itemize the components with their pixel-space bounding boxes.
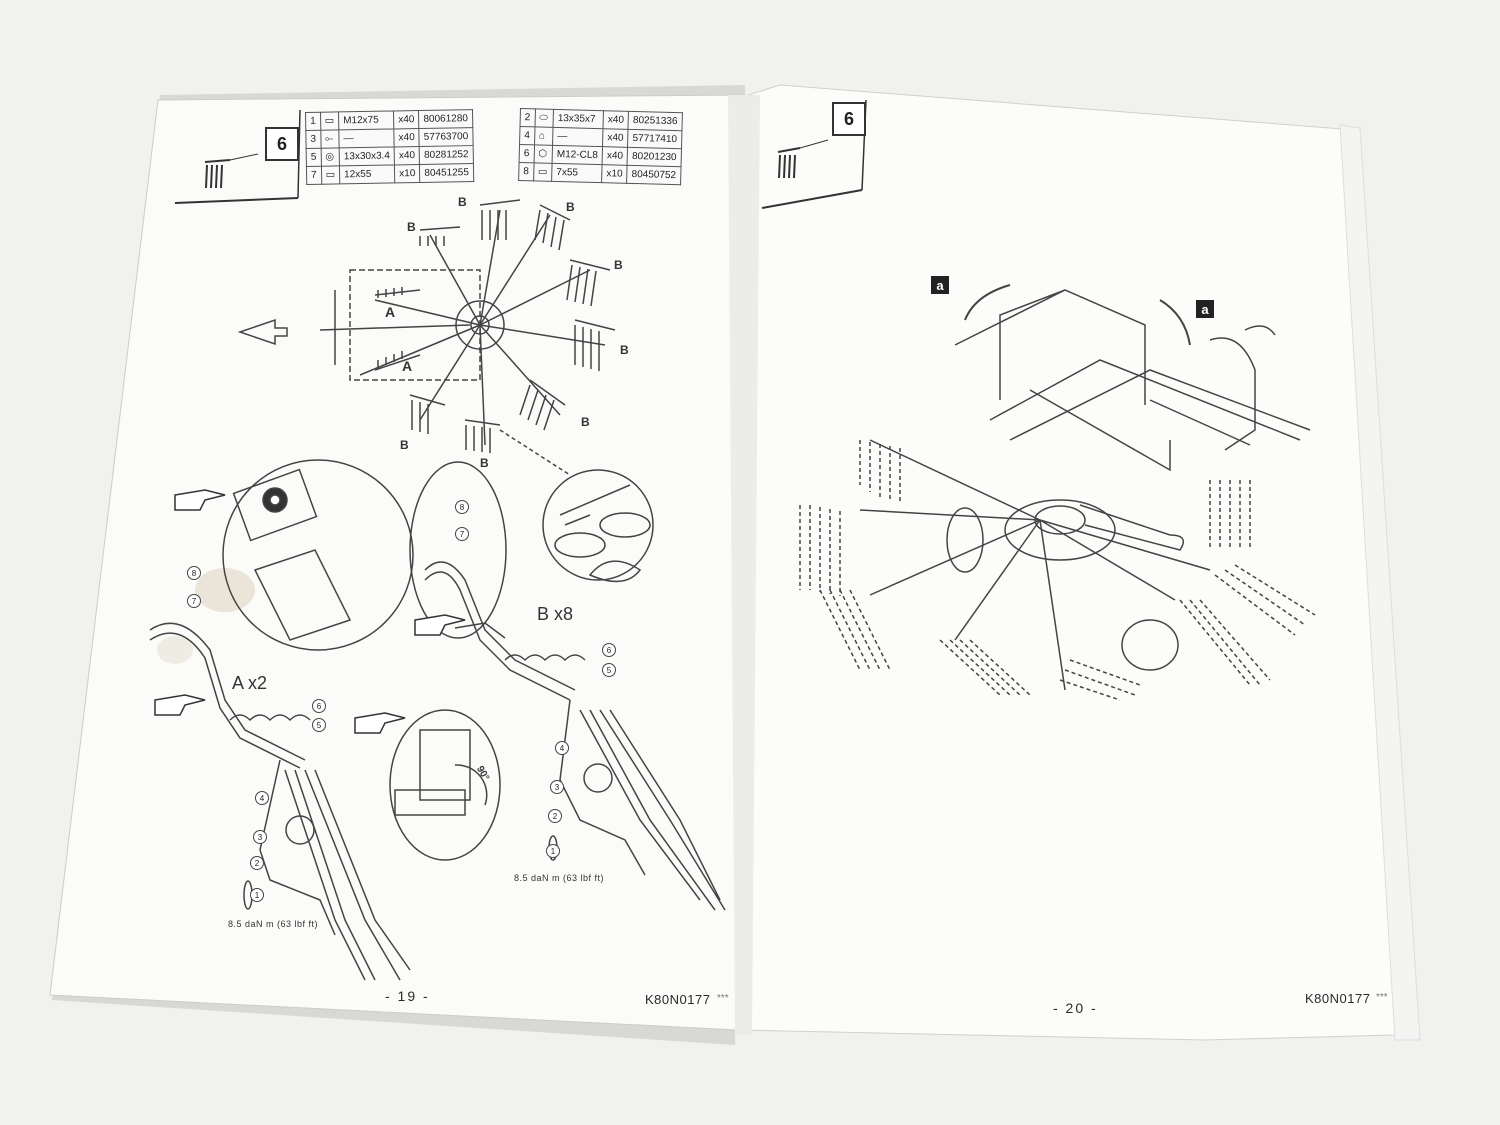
rotation-badge-a: a xyxy=(931,276,949,294)
torque-spec-left: 8.5 daN m (63 lbf ft) xyxy=(228,919,319,929)
part-callout-7: 7 xyxy=(455,527,469,541)
part-ref: 80451255 xyxy=(419,163,474,183)
part-no: 6 xyxy=(519,144,535,163)
right-doc-ref: K80N0177 xyxy=(1305,991,1371,1006)
callout-a: A xyxy=(385,304,396,320)
part-icon: ⬡ xyxy=(533,144,553,164)
part-no: 3 xyxy=(305,130,321,149)
part-spec: 13x35x7 xyxy=(553,109,604,129)
part-callout-4: 4 xyxy=(555,741,569,755)
callout-b: B xyxy=(480,456,489,470)
torque-spec-right: 8.5 daN m (63 lbf ft) xyxy=(514,873,605,883)
callout-b: B xyxy=(400,438,409,452)
left-page-sheet xyxy=(49,94,746,1031)
part-ref: 57717410 xyxy=(627,129,682,149)
part-qty: x10 xyxy=(394,164,421,183)
left-step-number: 6 xyxy=(265,127,299,161)
part-spec: M12x75 xyxy=(338,110,394,130)
part-spec: M12-CL8 xyxy=(552,145,603,165)
part-callout-3: 3 xyxy=(253,830,267,844)
callout-b: B xyxy=(620,343,629,357)
part-callout-8: 8 xyxy=(187,566,201,580)
part-callout-1: 1 xyxy=(250,888,264,902)
part-callout-5: 5 xyxy=(602,663,616,677)
part-ref: 57763700 xyxy=(419,127,473,147)
arm-assembly-a xyxy=(149,622,411,981)
part-qty: x10 xyxy=(601,164,628,184)
part-no: 7 xyxy=(306,166,322,185)
detail-circle-bearing xyxy=(222,459,414,651)
part-qty: x40 xyxy=(393,110,420,129)
part-icon: ⌂ xyxy=(534,126,554,146)
part-qty: x40 xyxy=(394,146,420,165)
part-callout-1: 1 xyxy=(546,844,560,858)
part-icon: ▭ xyxy=(320,111,339,131)
callout-b: B xyxy=(614,258,623,272)
part-icon: ▭ xyxy=(321,165,340,185)
part-ref: 80251336 xyxy=(628,111,683,131)
part-callout-7: 7 xyxy=(187,594,201,608)
part-icon: ⬭ xyxy=(534,108,554,128)
detail-circle-angle xyxy=(389,709,501,861)
part-spec: 13x30x3.4 xyxy=(339,146,395,166)
part-ref: 80061280 xyxy=(418,109,473,129)
part-qty: x40 xyxy=(603,110,629,130)
part-callout-2: 2 xyxy=(250,856,264,870)
part-icon: ▭ xyxy=(533,162,553,182)
part-icon: ⟜ xyxy=(320,129,340,149)
part-spec: 12x55 xyxy=(339,164,395,184)
right-page-sheet xyxy=(739,84,1396,1041)
left-doc-ref: K80N0177 xyxy=(645,992,711,1007)
right-step-number: 6 xyxy=(832,102,866,136)
left-page-number: - 19 - xyxy=(385,988,430,1004)
callout-b: B xyxy=(458,195,467,209)
part-ref: 80281252 xyxy=(419,145,474,165)
part-callout-5: 5 xyxy=(312,718,326,732)
part-icon: ◎ xyxy=(320,147,340,167)
left-step-number-text: 6 xyxy=(276,133,287,154)
callout-a: A xyxy=(402,358,413,374)
callout-b: B xyxy=(407,220,416,234)
part-spec: 7x55 xyxy=(551,163,603,183)
right-step-number-text: 6 xyxy=(843,108,854,129)
rotation-badge-a-text: a xyxy=(936,277,944,293)
detail-circle-grease xyxy=(542,469,654,581)
part-callout-6: 6 xyxy=(602,643,616,657)
part-no: 4 xyxy=(519,126,535,145)
part-callout-6: 6 xyxy=(312,699,326,713)
left-doc-ref-suffix: *** xyxy=(717,993,729,1004)
rotor-top-view xyxy=(237,199,616,453)
part-callout-2: 2 xyxy=(548,809,562,823)
part-spec: — xyxy=(552,127,604,147)
part-qty: x40 xyxy=(602,146,628,166)
right-page-number: - 20 - xyxy=(1053,1000,1098,1016)
part-qty: x40 xyxy=(602,128,629,148)
part-qty: x40 xyxy=(393,128,420,147)
right-doc-ref-suffix: *** xyxy=(1376,992,1388,1003)
part-spec: — xyxy=(338,128,395,148)
part-no: 5 xyxy=(306,148,322,167)
part-no: 1 xyxy=(305,112,321,131)
part-ref: 80201230 xyxy=(627,147,682,167)
label-a-x2: A x2 xyxy=(232,673,268,693)
rake-perspective-drawing xyxy=(799,284,1316,701)
part-callout-3: 3 xyxy=(550,780,564,794)
detail-circle-tine-pin xyxy=(409,461,507,639)
part-callout-4: 4 xyxy=(255,791,269,805)
rotation-badge-a-text: a xyxy=(1201,301,1209,317)
part-callout-8: 8 xyxy=(455,500,469,514)
rotation-badge-a: a xyxy=(1196,300,1214,318)
part-no: 8 xyxy=(518,162,534,181)
callout-b: B xyxy=(566,200,575,214)
part-no: 2 xyxy=(520,108,536,127)
part-ref: 80450752 xyxy=(626,165,681,185)
label-b-x8: B x8 xyxy=(537,604,574,624)
callout-b: B xyxy=(581,415,590,429)
